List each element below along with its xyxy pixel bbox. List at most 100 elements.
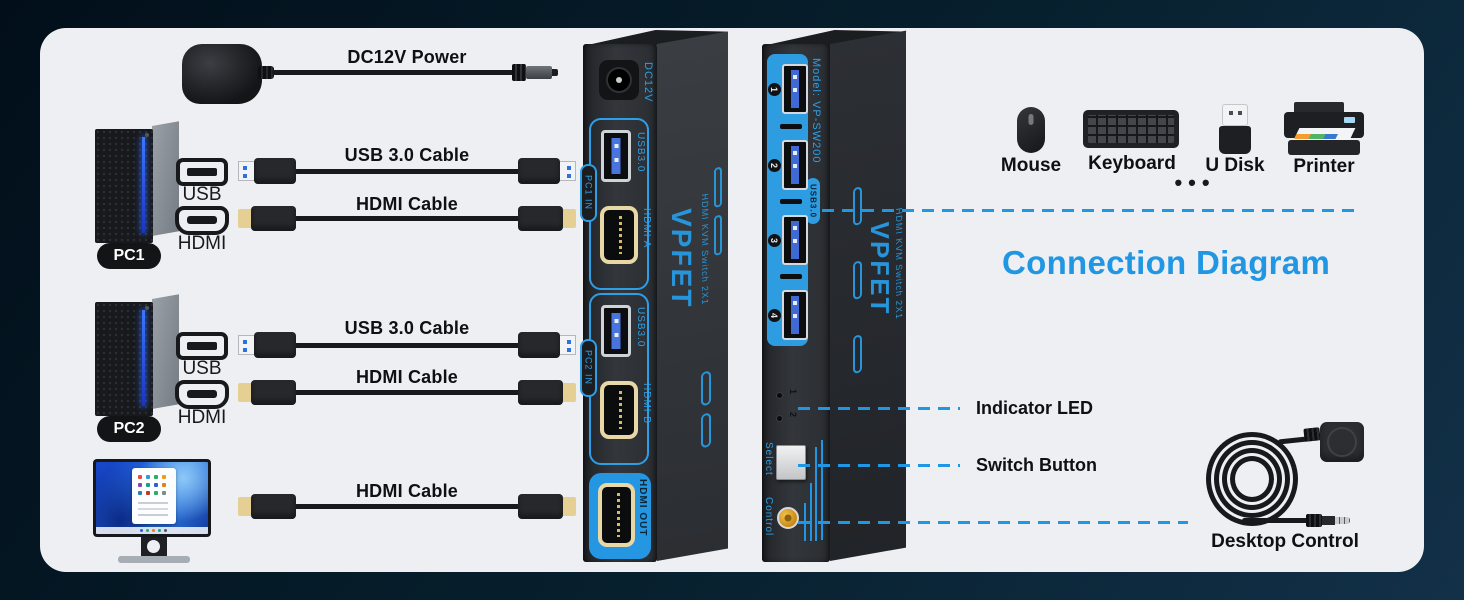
indicator-led-2 — [776, 415, 783, 422]
pc2-badge: PC2 — [97, 416, 161, 442]
audio-jack-ribs — [1306, 514, 1322, 527]
indicator-led-label: Indicator LED — [976, 398, 1094, 418]
usb3-group-pill: USB3.0 — [806, 178, 820, 224]
switch-button-callout-line — [798, 464, 960, 467]
kvm-front-side-face: VPFET HDMI KVM Switch 2X1 — [657, 31, 728, 562]
vent-slot — [780, 199, 802, 204]
hdmi-port-icon — [175, 206, 229, 235]
kvm-back-side-face: VPFET HDMI KVM Switch 2X1 — [830, 30, 906, 562]
mouse-icon — [1017, 107, 1045, 153]
model-number-label: Model: VP-SW200 — [810, 58, 822, 164]
monitor-stand-hole — [147, 540, 160, 553]
pc1-tower-led-strip — [142, 137, 145, 233]
dc-plug-barrel — [526, 66, 552, 79]
usb3-port-4 — [782, 290, 808, 340]
pc2-in-tag: PC2 IN — [580, 339, 597, 397]
led-2-label: 2 — [788, 412, 798, 418]
pc1-badge: PC1 — [97, 243, 161, 269]
desktop-control-cable-bottom — [1242, 518, 1308, 523]
audio-jack-tip — [1335, 517, 1350, 524]
usb-plug-right — [518, 332, 576, 358]
printer-icon — [1284, 102, 1366, 158]
usb-port-icon — [176, 158, 228, 186]
feature-pill — [714, 166, 722, 208]
feature-pill — [853, 260, 862, 300]
usb3-port-pc1 — [601, 130, 631, 182]
hdmi-plug-right — [518, 206, 576, 231]
dc-plug-tip — [552, 69, 558, 76]
usb3-port-pc2 — [601, 305, 631, 357]
usb3-port-1 — [782, 64, 808, 114]
control-jack — [777, 507, 799, 529]
desktop-control-coil — [1206, 432, 1298, 526]
hdmi-plug-right — [518, 380, 576, 405]
hdmi-out-label: HDMI OUT — [637, 479, 648, 537]
indicator-led-callout-line — [798, 407, 960, 410]
port-number-2: 2 — [768, 159, 781, 172]
feature-pill — [853, 334, 862, 374]
hdmi-legend-label: HDMI — [177, 233, 227, 254]
pc2-power-button — [145, 306, 149, 310]
port-number-4: 4 — [768, 309, 781, 322]
feature-pill — [701, 412, 711, 449]
monitor — [93, 459, 211, 537]
usb3-port-3 — [782, 215, 808, 265]
hdmi-plug-left — [238, 494, 296, 519]
control-label: Control — [763, 497, 774, 537]
diagram-card — [40, 28, 1424, 572]
vent-slot — [780, 124, 802, 129]
switch-button-label: Switch Button — [976, 455, 1097, 475]
desktop-control-button — [1320, 422, 1364, 462]
mouse-label: Mouse — [1000, 155, 1062, 176]
hdmi-port-icon — [175, 380, 229, 409]
hdmi-plug-left — [238, 380, 296, 405]
usb-plug-right — [518, 158, 576, 184]
dc-label: DC12V — [642, 62, 654, 103]
keyboard-label: Keyboard — [1088, 153, 1176, 174]
pc1-hdmi-cable-label: HDMI Cable — [355, 194, 458, 214]
deco-line — [815, 447, 817, 541]
monitor-hdmi-cable-label: HDMI Cable — [355, 481, 458, 501]
page-title: Connection Diagram — [1002, 244, 1331, 281]
hdmi-a-label: HDMI A — [641, 208, 652, 249]
dc-plug-ribs — [512, 64, 526, 81]
pc1-power-button — [145, 133, 149, 137]
usb-cable-line — [294, 343, 520, 348]
hdmi-plug-right — [518, 494, 576, 519]
hdmi-out-port — [598, 483, 635, 547]
pc2-usb-cable-label: USB 3.0 Cable — [344, 318, 470, 338]
feature-pill — [714, 214, 722, 256]
usb-plug-left — [238, 158, 296, 184]
monitor-taskbar — [96, 527, 208, 534]
usb-cable-line — [294, 169, 520, 174]
hdmi-legend-label: HDMI — [177, 407, 227, 428]
keyboard-icon — [1083, 110, 1179, 148]
led-1-label: 1 — [788, 389, 798, 395]
select-label: Select — [763, 442, 774, 476]
usb3-port-pc1-label: USB3.0 — [635, 132, 646, 173]
feature-pill — [853, 186, 862, 226]
pc2-tower-led-strip — [142, 310, 145, 406]
port-number-1: 1 — [768, 83, 781, 96]
pc1-in-tag: PC1 IN — [580, 164, 597, 222]
power-adapter-strain-relief — [258, 66, 274, 79]
hdmi-a-port — [600, 206, 638, 264]
pc2-tower — [95, 294, 180, 416]
feature-pill — [701, 370, 711, 407]
usb-port-icon — [176, 332, 228, 360]
brand-logo: VPFET — [666, 204, 697, 311]
indicator-led-1 — [776, 392, 783, 399]
dc-jack — [599, 60, 639, 100]
udisk-cap — [1222, 104, 1248, 126]
side-model-text: HDMI KVM Switch 2X1 — [700, 192, 710, 306]
hdmi-cable-line — [294, 504, 520, 509]
desktop-control-label: Desktop Control — [1211, 531, 1359, 552]
audio-jack-sleeve — [1322, 516, 1335, 525]
hdmi-cable-line — [294, 390, 520, 395]
hdmi-plug-left — [238, 206, 296, 231]
usb-legend-label: USB — [182, 358, 222, 379]
brand-logo: VPFET — [865, 218, 895, 318]
hdmi-b-label: HDMI B — [641, 383, 652, 424]
usb-plug-left — [238, 332, 296, 358]
monitor-base — [118, 556, 190, 563]
